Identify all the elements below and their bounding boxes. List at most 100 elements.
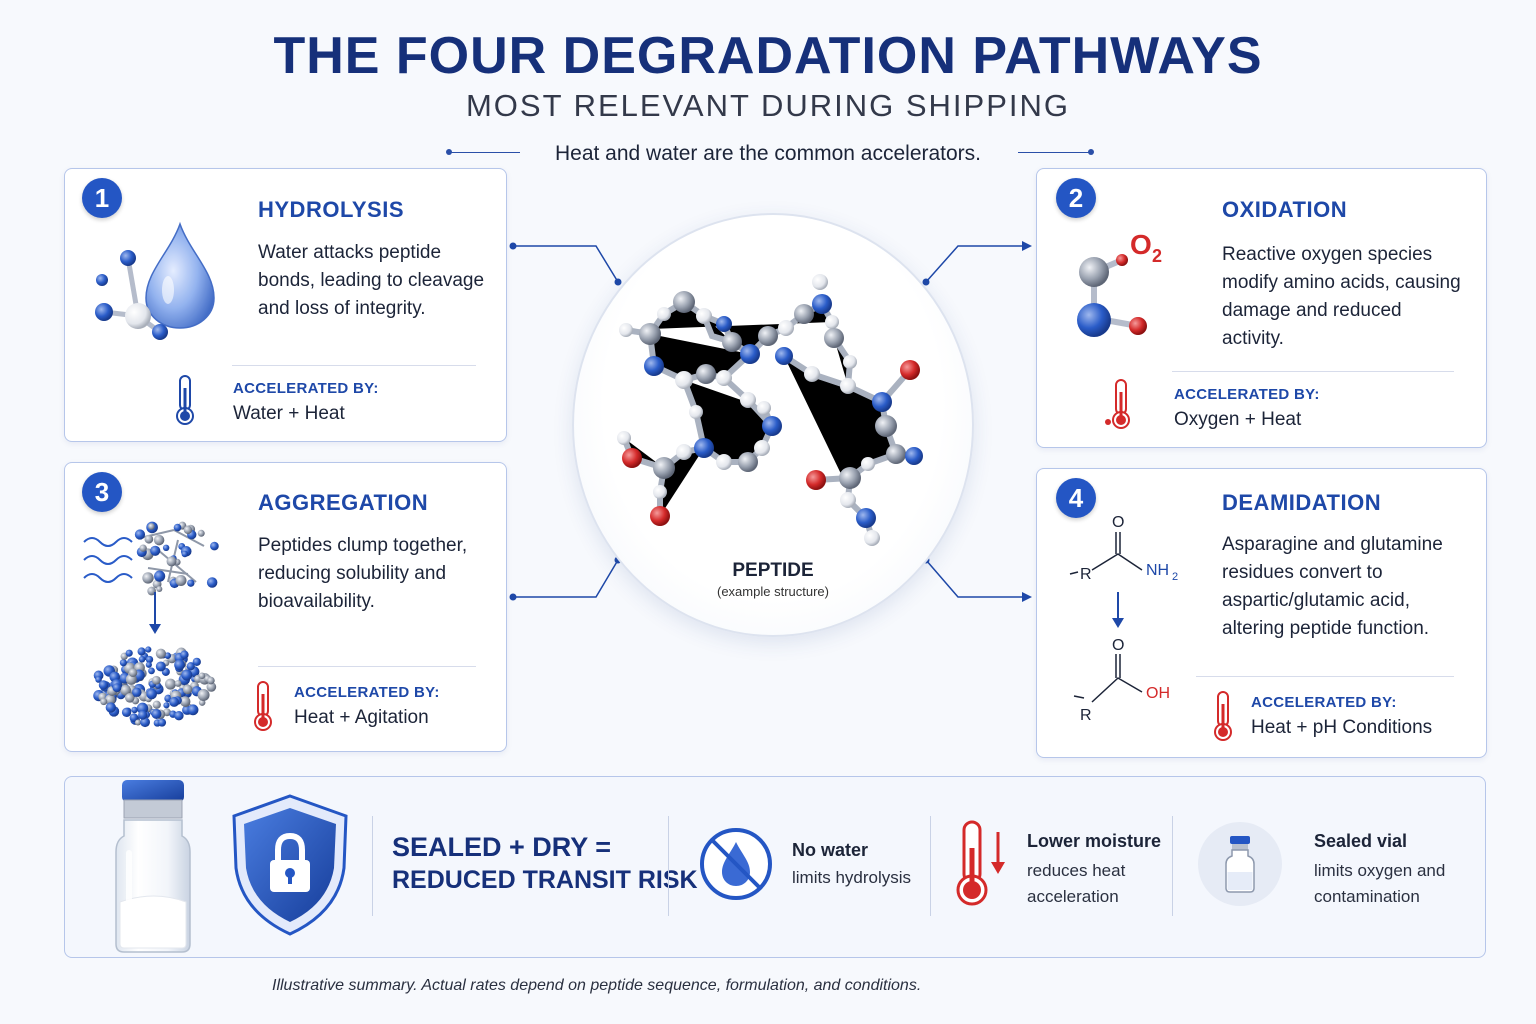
- aggregate-cluster-icon: [83, 521, 219, 728]
- atom: [839, 467, 861, 489]
- atom: [210, 541, 219, 551]
- atom: [95, 676, 102, 683]
- atom: [121, 707, 132, 718]
- atom: [676, 444, 692, 460]
- card-oxidation: [1036, 168, 1487, 448]
- atom: [174, 710, 184, 721]
- atom: [98, 680, 109, 690]
- thermometer-icon: [1105, 379, 1130, 429]
- atom: [179, 696, 191, 707]
- pathway-title-3: AGGREGATION: [258, 490, 429, 515]
- atom: [650, 506, 670, 526]
- atom: [129, 713, 139, 723]
- chem-nh: NH: [1146, 562, 1169, 579]
- accelerated-label-1: ACCELERATED BY:: [233, 380, 379, 397]
- atom: [173, 523, 182, 532]
- accelerated-value-2: Oxygen + Heat: [1174, 409, 1302, 430]
- banner-separator: [372, 816, 373, 916]
- chem-o-top: O: [1112, 514, 1124, 531]
- atom: [174, 659, 185, 671]
- atom: [169, 697, 180, 707]
- atom: [778, 320, 794, 336]
- atom: [105, 702, 116, 713]
- pathway-title-4: DEAMIDATION: [1222, 490, 1382, 515]
- footnote: Illustrative summary. Actual rates depen…: [272, 977, 922, 994]
- tagline-rule-right: [1018, 152, 1090, 153]
- card-aggregation: [64, 462, 507, 752]
- atom: [657, 307, 671, 321]
- thermometer-icon: [176, 375, 194, 425]
- atom: [856, 508, 876, 528]
- atom: [861, 457, 875, 471]
- atom: [131, 706, 138, 714]
- atom: [886, 444, 906, 464]
- atom: [696, 364, 716, 384]
- atom: [192, 657, 201, 667]
- atom: [182, 684, 193, 695]
- atom: [775, 347, 793, 365]
- chem-nh-sub: 2: [1172, 571, 1178, 583]
- tagline: Heat and water are the common accelerato…: [554, 142, 982, 165]
- thermometer-down-icon: [956, 820, 1005, 906]
- atom: [675, 371, 693, 389]
- card-divider: [1172, 371, 1454, 372]
- atom: [138, 656, 146, 663]
- atom: [197, 689, 210, 702]
- atom: [153, 534, 165, 546]
- banner-item-text-1: limits hydrolysis: [792, 868, 912, 887]
- atom: [137, 647, 146, 656]
- atom: [119, 659, 127, 667]
- accelerated-value-4: Heat + pH Conditions: [1251, 717, 1433, 738]
- atom: [872, 392, 892, 412]
- atom: [694, 438, 714, 458]
- atom: [758, 326, 778, 346]
- atom: [757, 401, 771, 415]
- chem-r-top: R: [1080, 566, 1092, 583]
- atom: [128, 668, 138, 678]
- atom: [812, 294, 832, 314]
- vial-icon: [115, 780, 191, 953]
- pathway-number-4: 4: [1056, 478, 1096, 518]
- thermometer-icon: [1214, 691, 1232, 741]
- atom: [145, 655, 154, 664]
- accelerated-label-3: ACCELERATED BY:: [294, 684, 440, 701]
- atom: [716, 454, 732, 470]
- atom: [840, 378, 856, 394]
- atom: [689, 405, 703, 419]
- atom: [112, 683, 122, 693]
- banner-separator: [1172, 816, 1173, 916]
- atom: [183, 525, 193, 535]
- atom: [207, 676, 215, 685]
- pathway-desc-4: Asparagine and glutamine residues conver…: [1222, 534, 1443, 639]
- atom: [716, 370, 732, 386]
- atom: [104, 694, 116, 706]
- security-shield-lock-icon: [232, 794, 348, 936]
- card-divider: [258, 666, 476, 667]
- atom: [155, 661, 166, 672]
- card-divider: [1196, 676, 1454, 677]
- pathway-title-1: HYDROLYSIS: [258, 197, 405, 222]
- card-divider: [232, 365, 476, 366]
- atom: [134, 719, 142, 726]
- atom: [198, 672, 206, 680]
- peptide-label: PEPTIDE: [732, 560, 814, 581]
- atom: [738, 452, 758, 472]
- atom: [716, 316, 732, 332]
- banner-item-bold-1: No water: [792, 840, 869, 860]
- atom: [174, 680, 182, 687]
- atom: [125, 649, 133, 657]
- banner-item-text-2: reduces heat acceleration: [1027, 861, 1126, 906]
- atom: [139, 544, 147, 552]
- atom: [151, 675, 161, 685]
- atom: [132, 687, 142, 698]
- chem-oh: OH: [1146, 685, 1170, 702]
- atom: [644, 356, 664, 376]
- chem-o-bottom: O: [1112, 637, 1124, 654]
- pathway-number-1: 1: [82, 178, 122, 218]
- atom: [156, 586, 163, 593]
- atom: [864, 530, 880, 546]
- atom: [840, 492, 856, 508]
- atom: [696, 308, 712, 324]
- atom: [740, 344, 760, 364]
